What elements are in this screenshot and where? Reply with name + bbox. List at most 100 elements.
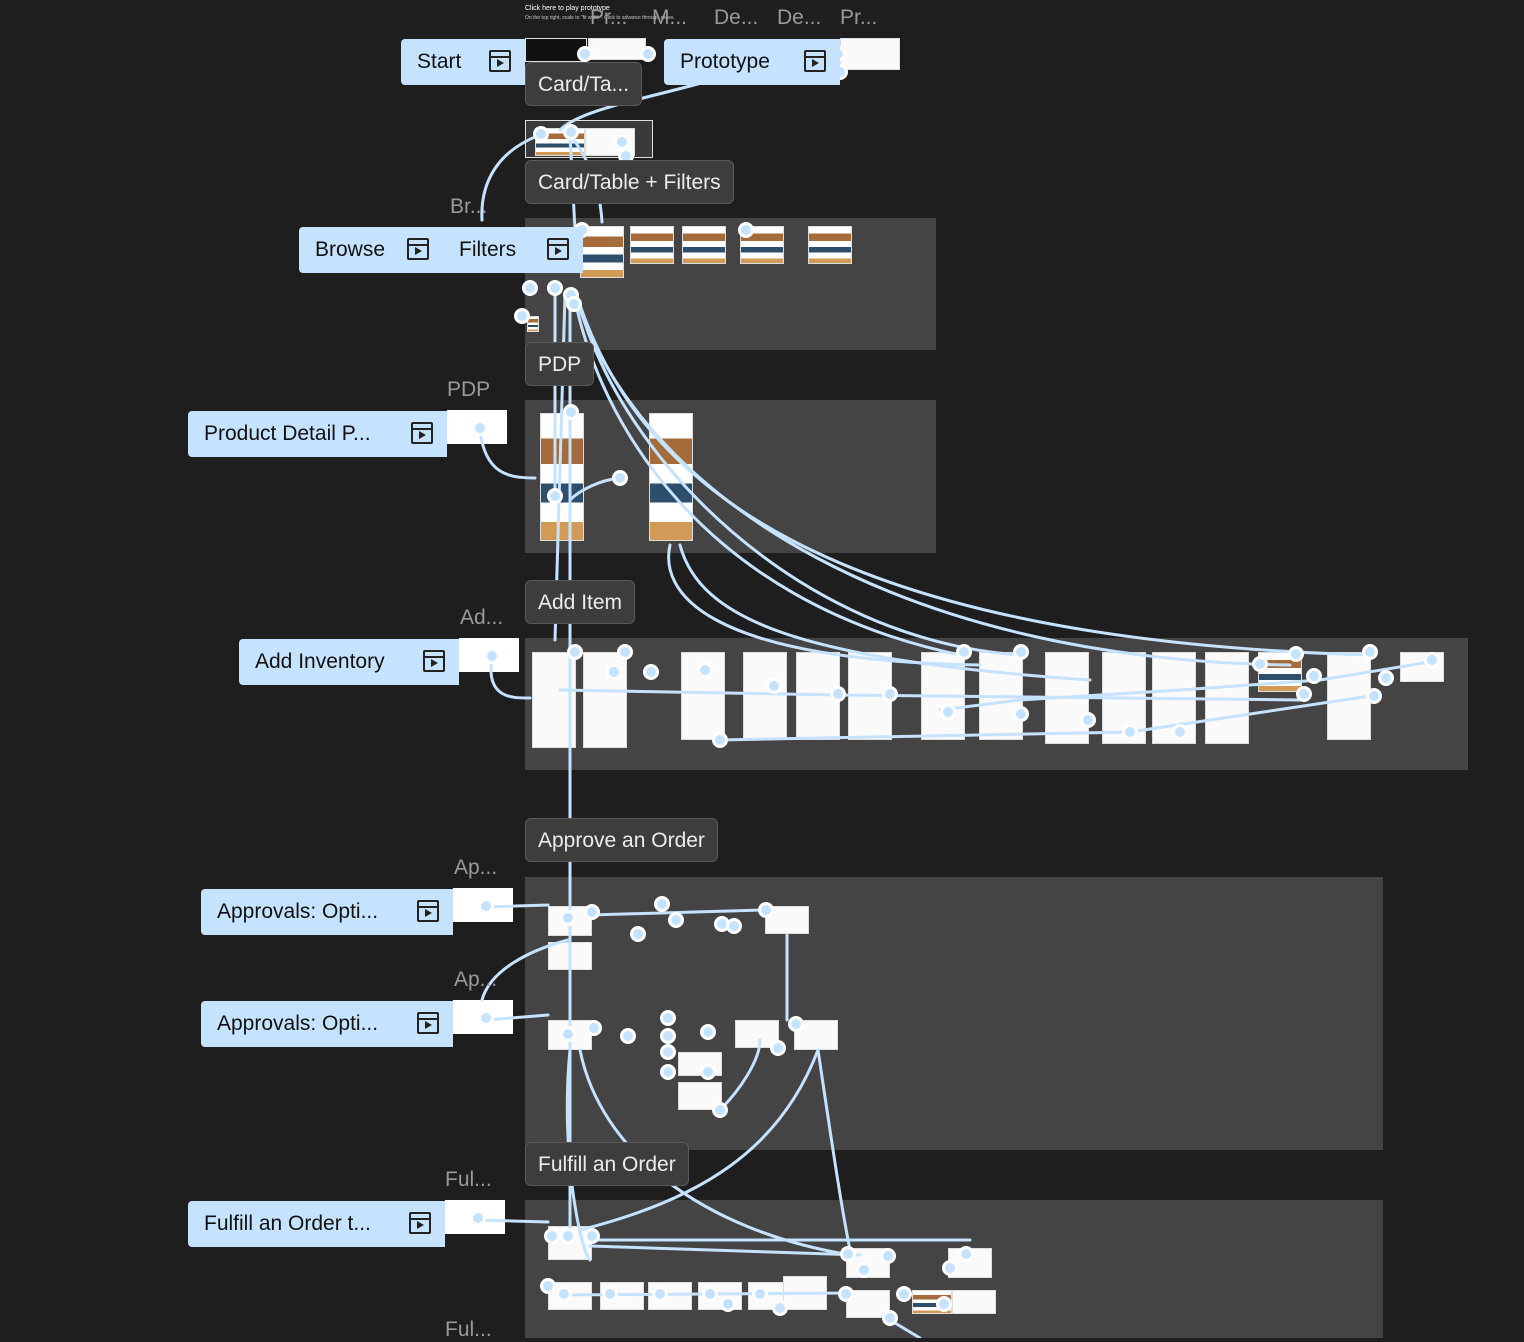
connection-dot-icon[interactable] (478, 1010, 494, 1026)
play-prototype-icon[interactable] (423, 650, 445, 672)
frame-thumb-top-3[interactable] (840, 38, 900, 70)
section-label-fulfill-order[interactable]: Fulfill an Order (525, 1142, 689, 1186)
connection-dot-icon[interactable] (1013, 706, 1029, 722)
frame-thumb-browse-3[interactable] (682, 226, 726, 264)
connection-dot-icon[interactable] (560, 1026, 576, 1042)
frame-name-top-2[interactable]: M... (652, 6, 687, 29)
connection-dot-icon[interactable] (958, 1246, 974, 1262)
frame-name-pdp[interactable]: PDP (447, 378, 491, 401)
connection-dot-icon[interactable] (896, 1286, 912, 1302)
frame-thumb-top-2[interactable] (588, 38, 646, 60)
connection-dot-icon[interactable] (770, 1040, 786, 1056)
connection-dot-icon[interactable] (563, 404, 579, 420)
connection-dot-icon[interactable] (560, 910, 576, 926)
connection-dot-icon[interactable] (702, 1286, 718, 1302)
flow-start-browse[interactable]: Browse (299, 227, 443, 273)
play-prototype-icon[interactable] (411, 422, 433, 444)
connection-dot-icon[interactable] (617, 644, 633, 660)
frame-name-browse[interactable]: Br... (450, 195, 488, 218)
connection-dot-icon[interactable] (788, 1016, 804, 1032)
play-prototype-icon[interactable] (804, 50, 826, 72)
flow-start-filters[interactable]: Filters (443, 227, 583, 273)
frame-thumb-browse-5[interactable] (808, 226, 852, 264)
flow-start-start[interactable]: Start (401, 39, 525, 85)
connection-dot-icon[interactable] (533, 126, 549, 142)
connection-dot-icon[interactable] (478, 898, 494, 914)
connection-dot-icon[interactable] (484, 648, 500, 664)
connection-dot-icon[interactable] (577, 46, 593, 62)
section-label-add-item[interactable]: Add Item (525, 580, 636, 624)
connection-dot-icon[interactable] (654, 896, 670, 912)
connection-dot-icon[interactable] (1122, 724, 1138, 740)
connection-dot-icon[interactable] (584, 904, 600, 920)
connection-dot-icon[interactable] (700, 1024, 716, 1040)
frame-thumb-fulfill-12[interactable] (952, 1290, 996, 1314)
flow-start-add-inventory[interactable]: Add Inventory (239, 639, 459, 685)
connection-dot-icon[interactable] (544, 1228, 560, 1244)
connection-dot-icon[interactable] (606, 664, 622, 680)
connection-dot-icon[interactable] (712, 1102, 728, 1118)
connection-dot-icon[interactable] (472, 420, 488, 436)
connection-dot-icon[interactable] (602, 1286, 618, 1302)
connection-dot-icon[interactable] (563, 124, 579, 140)
connection-dot-icon[interactable] (660, 1044, 676, 1060)
frame-thumb-browse-2[interactable] (630, 226, 674, 264)
connection-dot-icon[interactable] (660, 1028, 676, 1044)
play-prototype-icon[interactable] (417, 900, 439, 922)
connection-dot-icon[interactable] (840, 1246, 856, 1262)
connection-dot-icon[interactable] (643, 664, 659, 680)
section-label-card-table-filters[interactable]: Card/Table + Filters (525, 160, 734, 204)
connection-dot-icon[interactable] (556, 1286, 572, 1302)
connection-dot-icon[interactable] (660, 1010, 676, 1026)
connection-dot-icon[interactable] (838, 1286, 854, 1302)
connection-dot-icon[interactable] (586, 1020, 602, 1036)
connection-dot-icon[interactable] (547, 488, 563, 504)
flow-start-product-detail[interactable]: Product Detail P... (188, 411, 447, 457)
flow-start-fulfill[interactable]: Fulfill an Order t... (188, 1201, 445, 1247)
frame-thumb-browse-6[interactable] (527, 316, 539, 332)
connection-dot-icon[interactable] (514, 308, 530, 324)
connection-dot-icon[interactable] (560, 1228, 576, 1244)
connection-dot-icon[interactable] (880, 1248, 896, 1264)
connection-dot-icon[interactable] (584, 1228, 600, 1244)
connection-dot-icon[interactable] (540, 1278, 556, 1294)
connection-dot-icon[interactable] (726, 918, 742, 934)
connection-dot-icon[interactable] (940, 704, 956, 720)
flow-start-approvals-2[interactable]: Approvals: Opti... (201, 1001, 453, 1047)
play-prototype-icon[interactable] (489, 50, 511, 72)
connection-dot-icon[interactable] (1013, 644, 1029, 660)
connection-dot-icon[interactable] (547, 280, 563, 296)
frame-name-approvals-2[interactable]: Ap... (454, 968, 498, 991)
flow-start-prototype[interactable]: Prototype (664, 39, 840, 85)
connection-dot-icon[interactable] (470, 1210, 486, 1226)
connection-dot-icon[interactable] (882, 686, 898, 702)
frame-name-top-5[interactable]: Pr... (840, 6, 878, 29)
connection-dot-icon[interactable] (772, 1300, 788, 1316)
connection-dot-icon[interactable] (1362, 644, 1378, 660)
connection-dot-icon[interactable] (752, 1286, 768, 1302)
connection-dot-icon[interactable] (620, 1028, 636, 1044)
connection-dot-icon[interactable] (1172, 724, 1188, 740)
connection-dot-icon[interactable] (738, 222, 754, 238)
section-label-pdp[interactable]: PDP (525, 342, 595, 386)
play-prototype-icon[interactable] (407, 238, 429, 260)
connection-dot-icon[interactable] (1288, 646, 1304, 662)
frame-name-approvals-1[interactable]: Ap... (454, 856, 498, 879)
connection-dot-icon[interactable] (1306, 668, 1322, 684)
play-prototype-icon[interactable] (409, 1212, 431, 1234)
connection-dot-icon[interactable] (567, 644, 583, 660)
connection-dot-icon[interactable] (1424, 652, 1440, 668)
connection-dot-icon[interactable] (640, 46, 656, 62)
connection-dot-icon[interactable] (697, 662, 713, 678)
connection-dot-icon[interactable] (630, 926, 646, 942)
connection-dot-icon[interactable] (766, 678, 782, 694)
connection-dot-icon[interactable] (668, 912, 684, 928)
section-label-approve-order[interactable]: Approve an Order (525, 818, 718, 862)
connection-dot-icon[interactable] (1252, 656, 1268, 672)
frame-name-top-4[interactable]: De... (777, 6, 822, 29)
frame-name-fulfill-2[interactable]: Ful... (445, 1318, 492, 1341)
play-prototype-icon[interactable] (417, 1012, 439, 1034)
connection-dot-icon[interactable] (1378, 670, 1394, 686)
frame-thumb-add-4[interactable] (743, 652, 787, 740)
frame-name-fulfill-1[interactable]: Ful... (445, 1168, 492, 1191)
